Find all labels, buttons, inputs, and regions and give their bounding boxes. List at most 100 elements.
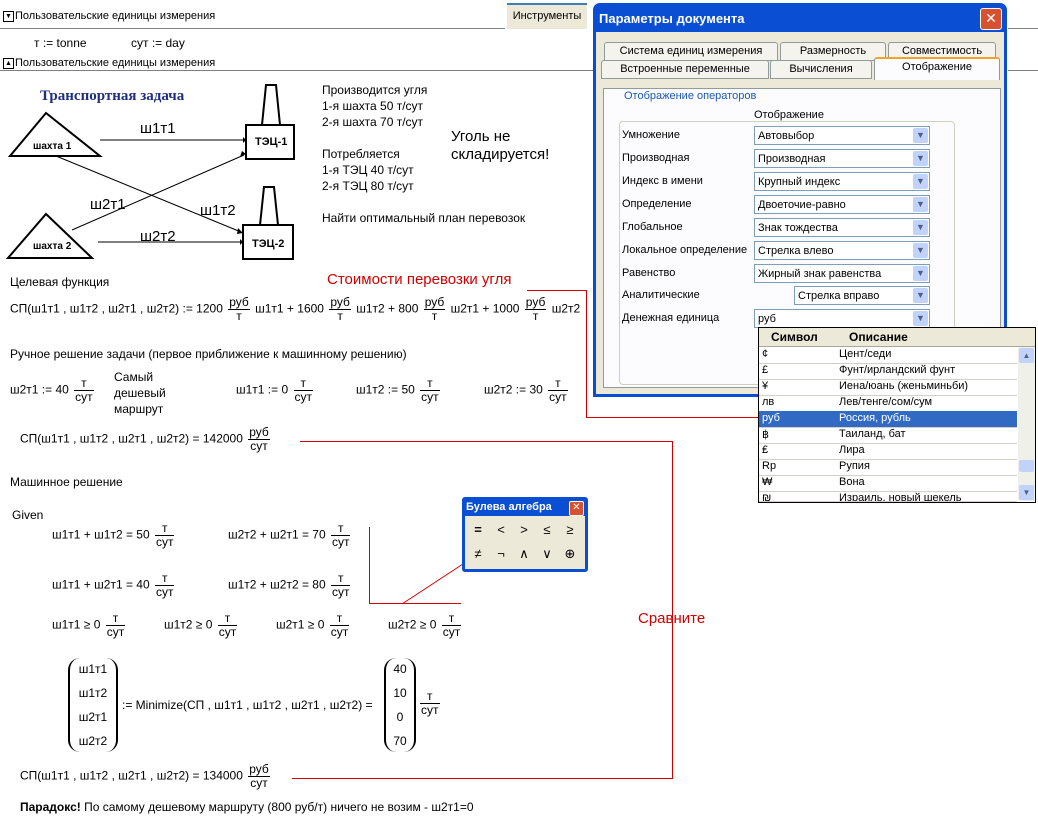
row-label-equality: Равенство xyxy=(622,267,676,279)
select-value: Стрелка влево xyxy=(758,245,834,257)
tab-dimension[interactable]: Размерность xyxy=(780,42,886,61)
unit-def-day[interactable]: сут := day xyxy=(131,36,185,50)
currency-list-scrollbar[interactable]: ▲ ▼ xyxy=(1018,347,1035,501)
tab-builtin-vars[interactable]: Встроенные переменные xyxy=(601,60,769,79)
objective-formula[interactable]: СП(ш1т1 , ш1т2 , ш2т1 , ш2т2) := 1200 ру… xyxy=(10,296,580,323)
tab-units[interactable]: Система единиц измерения xyxy=(604,42,778,61)
minimize-call[interactable]: := Minimize(СП , ш1т1 , ш1т2 , ш2т1 , ш2… xyxy=(122,698,373,712)
xor-button[interactable]: ⊕ xyxy=(564,546,576,561)
chevron-down-icon[interactable]: ▼ xyxy=(913,197,928,212)
derivative-select[interactable]: Производная▼ xyxy=(754,149,930,168)
instruments-button[interactable]: Инструменты xyxy=(507,3,587,29)
objective-term-4: ш2т1 + 1000 xyxy=(450,301,520,316)
chevron-down-icon[interactable]: ▼ xyxy=(913,128,928,143)
boolean-algebra-toolbar[interactable]: Булева алгебра ✕ = < > ≤ ≥ ≠ ¬ ∧ ∨ ⊕ xyxy=(462,497,588,572)
definition-select[interactable]: Двоеточие-равно▼ xyxy=(754,195,930,214)
result-item: 70 xyxy=(393,734,407,748)
machine-result[interactable]: СП(ш1т1 , ш1т2 , ш2т1 , ш2т2) = 134000 р… xyxy=(20,763,272,790)
problem-line-2: 1-я шахта 50 т/сут xyxy=(322,99,424,113)
region-title-top: Пользовательские единицы измерения xyxy=(15,10,216,22)
currency-option[interactable]: ¢Цент/седи xyxy=(759,347,1017,364)
chevron-down-icon[interactable]: ▼ xyxy=(913,220,928,235)
currency-option[interactable]: ฿Таиланд, бат xyxy=(759,427,1017,444)
not-equal-button[interactable]: ≠ xyxy=(474,546,482,561)
tab-compatibility[interactable]: Совместимость xyxy=(888,42,996,61)
select-value: Автовыбор xyxy=(758,130,815,142)
currency-select[interactable]: руб▼ xyxy=(754,309,930,328)
chevron-down-icon[interactable]: ▼ xyxy=(913,288,928,303)
tab-display[interactable]: Отображение xyxy=(874,57,1000,80)
chevron-down-icon[interactable]: ▼ xyxy=(913,243,928,258)
not-button[interactable]: ¬ xyxy=(497,546,505,561)
multiplication-select[interactable]: Автовыбор ▼ xyxy=(754,126,930,145)
scroll-thumb[interactable] xyxy=(1019,460,1034,472)
subscript-select[interactable]: Крупный индекс ▼ xyxy=(754,172,930,191)
currency-option[interactable]: ₪Израиль, новый шекель xyxy=(759,491,1017,502)
scroll-up-icon[interactable]: ▲ xyxy=(1019,348,1034,363)
local-def-select[interactable]: Стрелка влево ▼ xyxy=(754,241,930,260)
constraint-3-text: ш1т1 + ш2т1 = 40 xyxy=(52,577,150,592)
tab-calculation[interactable]: Вычисления xyxy=(770,60,872,79)
compare-line-right xyxy=(672,441,673,779)
currency-option[interactable]: £Фунт/ирландский фунт xyxy=(759,363,1017,380)
close-icon[interactable]: ✕ xyxy=(569,501,584,516)
bool-connector-diag xyxy=(401,561,467,605)
currency-option[interactable]: ₩Вона xyxy=(759,475,1017,492)
chevron-down-icon[interactable]: ▼ xyxy=(913,151,928,166)
given-keyword[interactable]: Given xyxy=(12,508,44,522)
chevron-down-icon[interactable]: ▼ xyxy=(913,311,928,326)
currency-option[interactable]: ¥Иена/юань (женьминьби) xyxy=(759,379,1017,396)
less-than-button[interactable]: < xyxy=(497,522,505,537)
cheap-line-2: дешевый xyxy=(114,386,166,400)
chevron-down-icon[interactable]: ▼ xyxy=(913,174,928,189)
paradox-bold: Парадокс! xyxy=(20,800,81,814)
select-value: Стрелка вправо xyxy=(798,290,880,302)
row-label-global: Глобальное xyxy=(622,221,683,233)
result-vector[interactable]: 40 10 0 70 xyxy=(384,658,416,752)
select-value: Крупный индекс xyxy=(758,176,841,188)
bool-connector-v xyxy=(369,527,370,603)
unit-def-tonne[interactable]: т := tonne xyxy=(34,36,87,50)
less-equal-button[interactable]: ≤ xyxy=(543,522,551,537)
currency-dropdown-list[interactable]: Символ Описание ¢Цент/седи £Фунт/ирландс… xyxy=(758,327,1036,503)
currency-list-header: Символ Описание xyxy=(759,328,1035,347)
currency-option[interactable]: ₤Лира xyxy=(759,443,1017,460)
row-label-currency: Денежная единица xyxy=(622,312,720,324)
greater-equal-button[interactable]: ≥ xyxy=(566,522,574,537)
scroll-down-icon[interactable]: ▼ xyxy=(1019,485,1034,500)
global-select[interactable]: Знак тождества▼ xyxy=(754,218,930,237)
collapse-region-button[interactable]: ▼ xyxy=(3,11,14,22)
or-button[interactable]: ∨ xyxy=(542,546,552,561)
and-button[interactable]: ∧ xyxy=(519,546,529,561)
greater-than-button[interactable]: > xyxy=(520,522,528,537)
bold-equals-button[interactable]: = xyxy=(474,522,482,537)
manual-result[interactable]: СП(ш1т1 , ш1т2 , ш2т1 , ш2т2) = 142000 р… xyxy=(20,426,272,453)
result-item: 0 xyxy=(396,710,404,724)
expand-region-button[interactable]: ▲ xyxy=(3,58,14,69)
variables-vector[interactable]: ш1т1 ш1т2 ш2т1 ш2т2 xyxy=(68,658,118,752)
compare-line-bottom xyxy=(292,778,673,779)
chevron-down-icon[interactable]: ▼ xyxy=(913,266,928,281)
equality-select[interactable]: Жирный знак равенства▼ xyxy=(754,264,930,283)
close-icon[interactable]: ✕ xyxy=(980,8,1002,30)
symbolic-select[interactable]: Стрелка вправо ▼ xyxy=(794,286,930,305)
